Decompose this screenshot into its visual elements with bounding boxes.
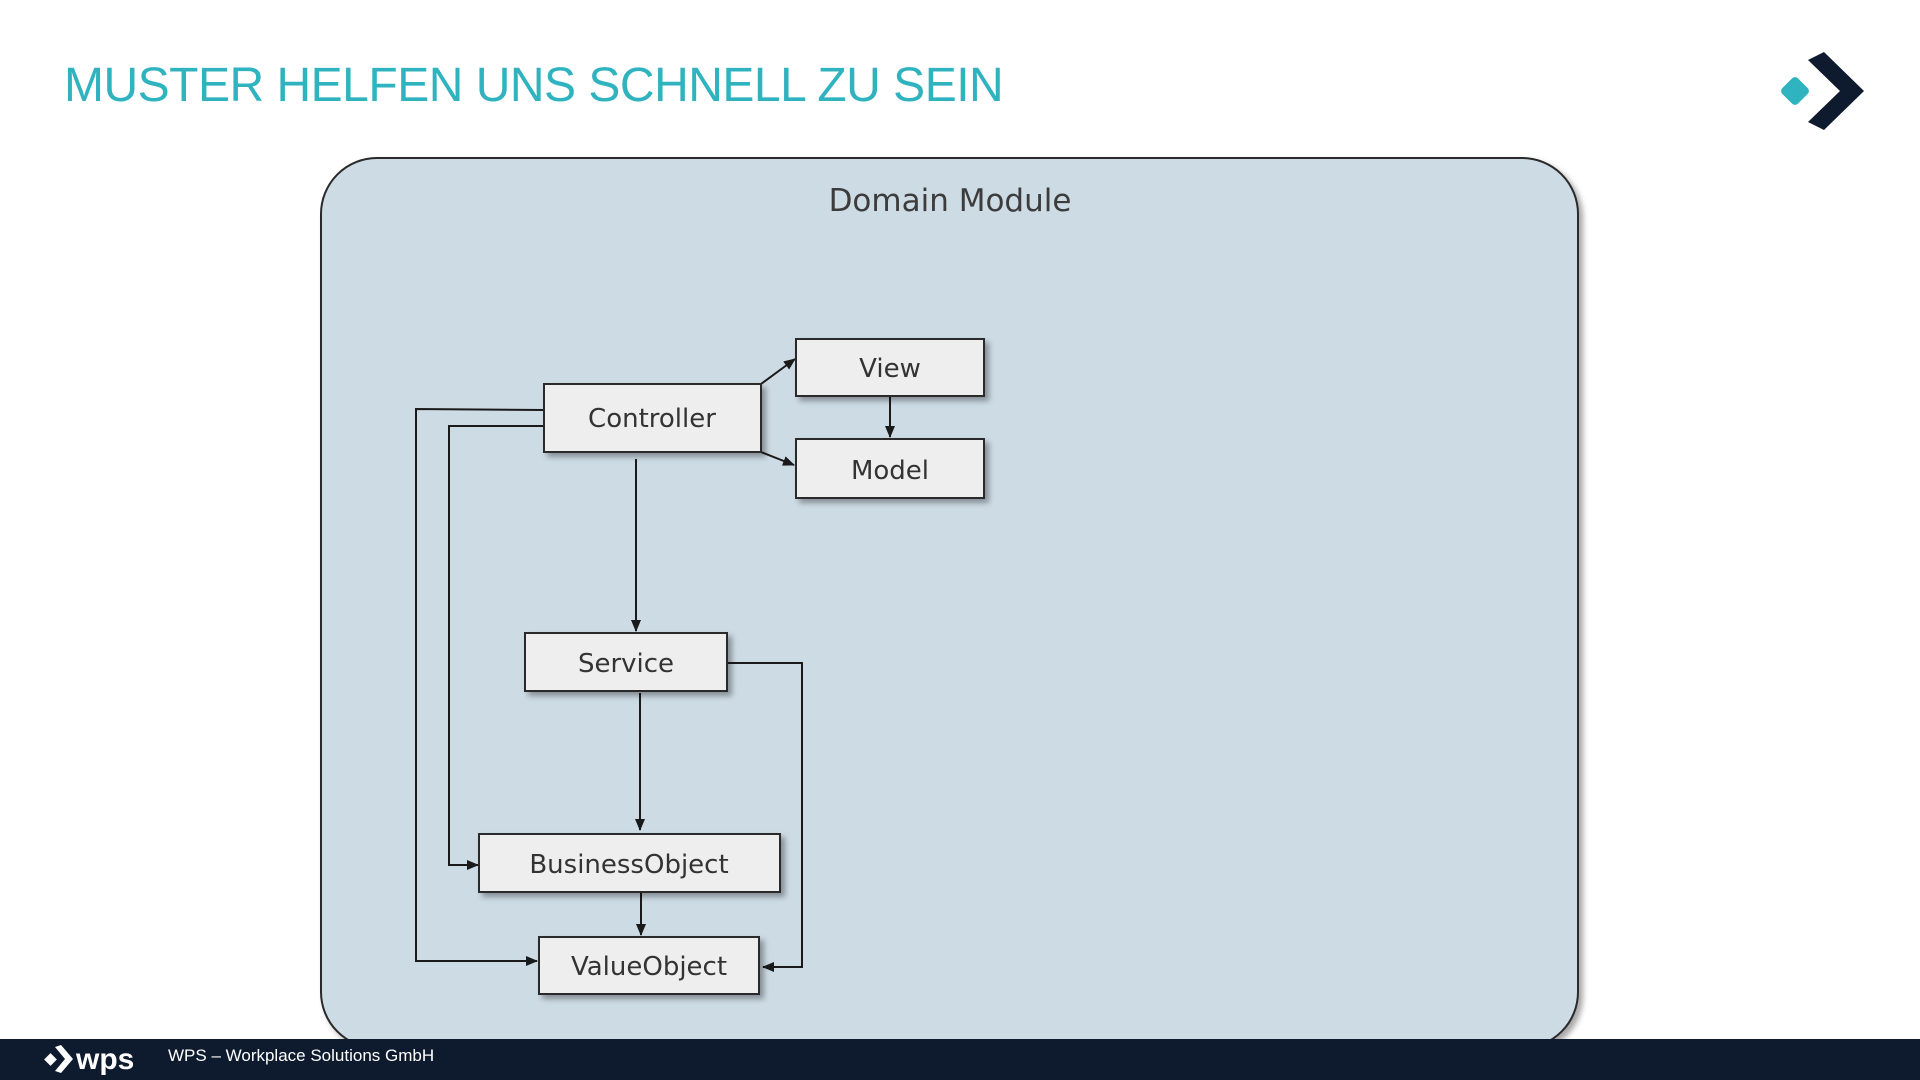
domain-module-container: [320, 157, 1579, 1049]
node-controller-label: Controller: [588, 404, 716, 434]
footer-logo-diamond-icon: [44, 1053, 57, 1066]
edge-service-valueobject: [727, 662, 803, 972]
domain-module-title: Domain Module: [829, 183, 1072, 219]
footer-company-name: WPS – Workplace Solutions GmbH: [168, 1046, 435, 1065]
edge-controller-model: [760, 451, 795, 466]
node-view-label: View: [859, 354, 921, 384]
footer-wps-logo: wps: [44, 1043, 134, 1076]
node-businessobject-label: BusinessObject: [529, 850, 728, 880]
edge-controller-businessobject: [448, 425, 544, 870]
slide-title: MUSTER HELFEN UNS SCHNELL ZU SEIN: [64, 59, 1004, 112]
node-service: Service: [524, 632, 728, 692]
wps-logo-icon: [1781, 52, 1864, 130]
edge-controller-view: [760, 358, 796, 385]
node-service-label: Service: [578, 649, 674, 679]
footer-logo-chevron-icon: [55, 1045, 73, 1073]
node-valueobject: ValueObject: [538, 936, 760, 995]
node-valueobject-label: ValueObject: [571, 952, 727, 982]
footer-logo-text: wps: [75, 1043, 134, 1076]
node-model-label: Model: [851, 456, 929, 486]
logo-chevron: [1808, 52, 1864, 130]
node-view: View: [795, 338, 985, 397]
node-businessobject: BusinessObject: [478, 833, 781, 893]
edge-controller-valueobject: [415, 407, 545, 966]
footer-bar: [0, 1039, 1920, 1080]
node-model: Model: [795, 438, 985, 499]
node-controller: Controller: [543, 383, 762, 453]
logo-diamond: [1781, 77, 1809, 105]
